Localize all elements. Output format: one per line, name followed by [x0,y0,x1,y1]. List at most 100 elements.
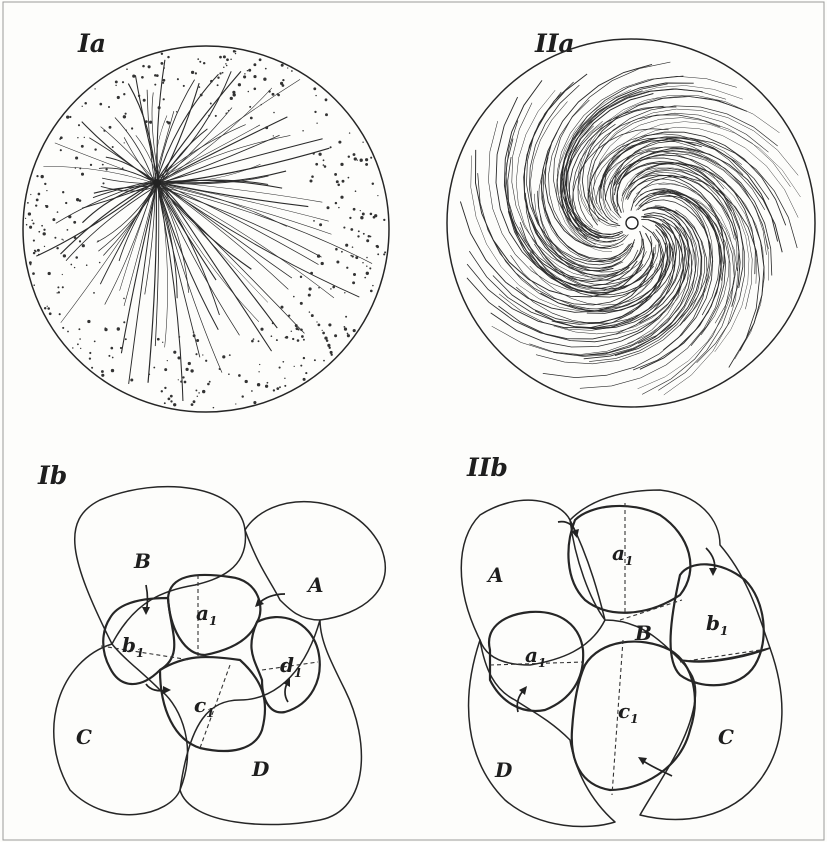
granule-dot [300,276,302,278]
granule-dot [123,321,125,323]
granule-dot [35,250,37,252]
granule-dot [62,286,64,288]
granule-dot [349,132,350,133]
granule-dot [59,138,61,140]
granule-dot [82,106,83,107]
granule-dot [350,228,353,231]
granule-dot [108,106,110,108]
granule-dot [302,130,304,132]
fibre-line [66,184,159,260]
granule-dot [203,62,205,64]
granule-dot [209,381,211,383]
granule-dot [125,338,127,340]
granule-dot [111,369,114,372]
granule-dot [323,164,325,166]
granule-dot [102,182,104,184]
granule-dot [44,246,45,247]
granule-dot [59,313,61,315]
spiral-fibre [489,121,644,292]
granule-dot [186,368,189,371]
cell-label-C: C [718,725,734,749]
granule-dot [178,336,180,338]
granule-dot [101,370,104,373]
granule-dot [102,164,104,166]
granule-dot [91,367,93,369]
granule-dot [331,354,333,356]
panel-label-Ib: Ib [37,461,67,490]
granule-dot [348,177,350,179]
cell-C-Ib [54,644,188,815]
granule-dot [261,104,262,105]
granule-dot [49,312,52,315]
granule-dot [76,198,79,201]
cell-label-B: B [133,549,151,573]
granule-dot [322,330,323,331]
arrow-head-icon [142,607,150,615]
granule-dot [110,347,113,350]
granule-dot [33,284,35,286]
granule-dot [253,401,256,404]
granule-dot [364,277,366,279]
cell-label-D: D [494,758,513,782]
granule-dot [291,331,292,332]
granule-dot [317,254,320,257]
spiral-fibre [639,194,711,325]
granule-dot [37,249,40,252]
granule-dot [248,91,250,93]
granule-dot [215,115,217,117]
granule-dot [207,383,210,386]
granule-dot [316,123,317,124]
cell-label-d1: d1 [280,653,302,680]
granule-dot [115,85,116,86]
granule-dot [309,179,312,182]
cell-A-IIb [461,500,605,665]
granule-dot [25,218,26,219]
granule-dot [26,224,28,226]
granule-dot [79,167,81,169]
spiral-fibre [529,214,698,357]
granule-dot [342,180,345,183]
granule-dot [63,239,64,240]
granule-dot [94,341,96,343]
granule-dot [56,247,58,249]
granule-dot [196,339,199,342]
granule-dot [62,191,64,193]
granule-dot [295,324,298,327]
granule-dot [324,336,327,339]
granule-dot [310,272,313,275]
granule-dot [74,267,75,268]
granule-dot [112,146,114,148]
granule-dot [69,116,71,118]
granule-dot [157,338,160,341]
granule-dot [38,254,40,256]
granule-dot [163,79,166,82]
granule-dot [168,398,171,401]
cell-label-a1: a1 [612,541,633,568]
panel-IIa: IIa [447,29,815,407]
granule-dot [197,58,199,60]
granule-dot [143,99,146,102]
cell-A-Ib [245,502,385,620]
granule-dot [225,112,227,114]
granule-dot [303,378,306,381]
cell-label-a1: a1 [525,643,546,670]
granule-dot [238,374,241,377]
granule-dot [308,294,311,297]
granule-dot [33,240,35,242]
granule-dot [35,204,37,206]
granule-dot [344,326,346,328]
granule-dot [257,383,260,386]
granule-dot [355,190,357,192]
granule-dot [280,82,283,85]
granule-dot [219,72,221,74]
granule-dot [281,306,284,309]
granule-dot [376,245,379,248]
spiral-fibre [588,106,778,221]
cell-label-b1: b1 [706,611,728,638]
granule-dot [377,253,379,255]
granule-dot [284,385,286,387]
granule-dot [126,68,128,70]
granule-dot [244,73,245,74]
cell-C-IIb [640,648,782,819]
